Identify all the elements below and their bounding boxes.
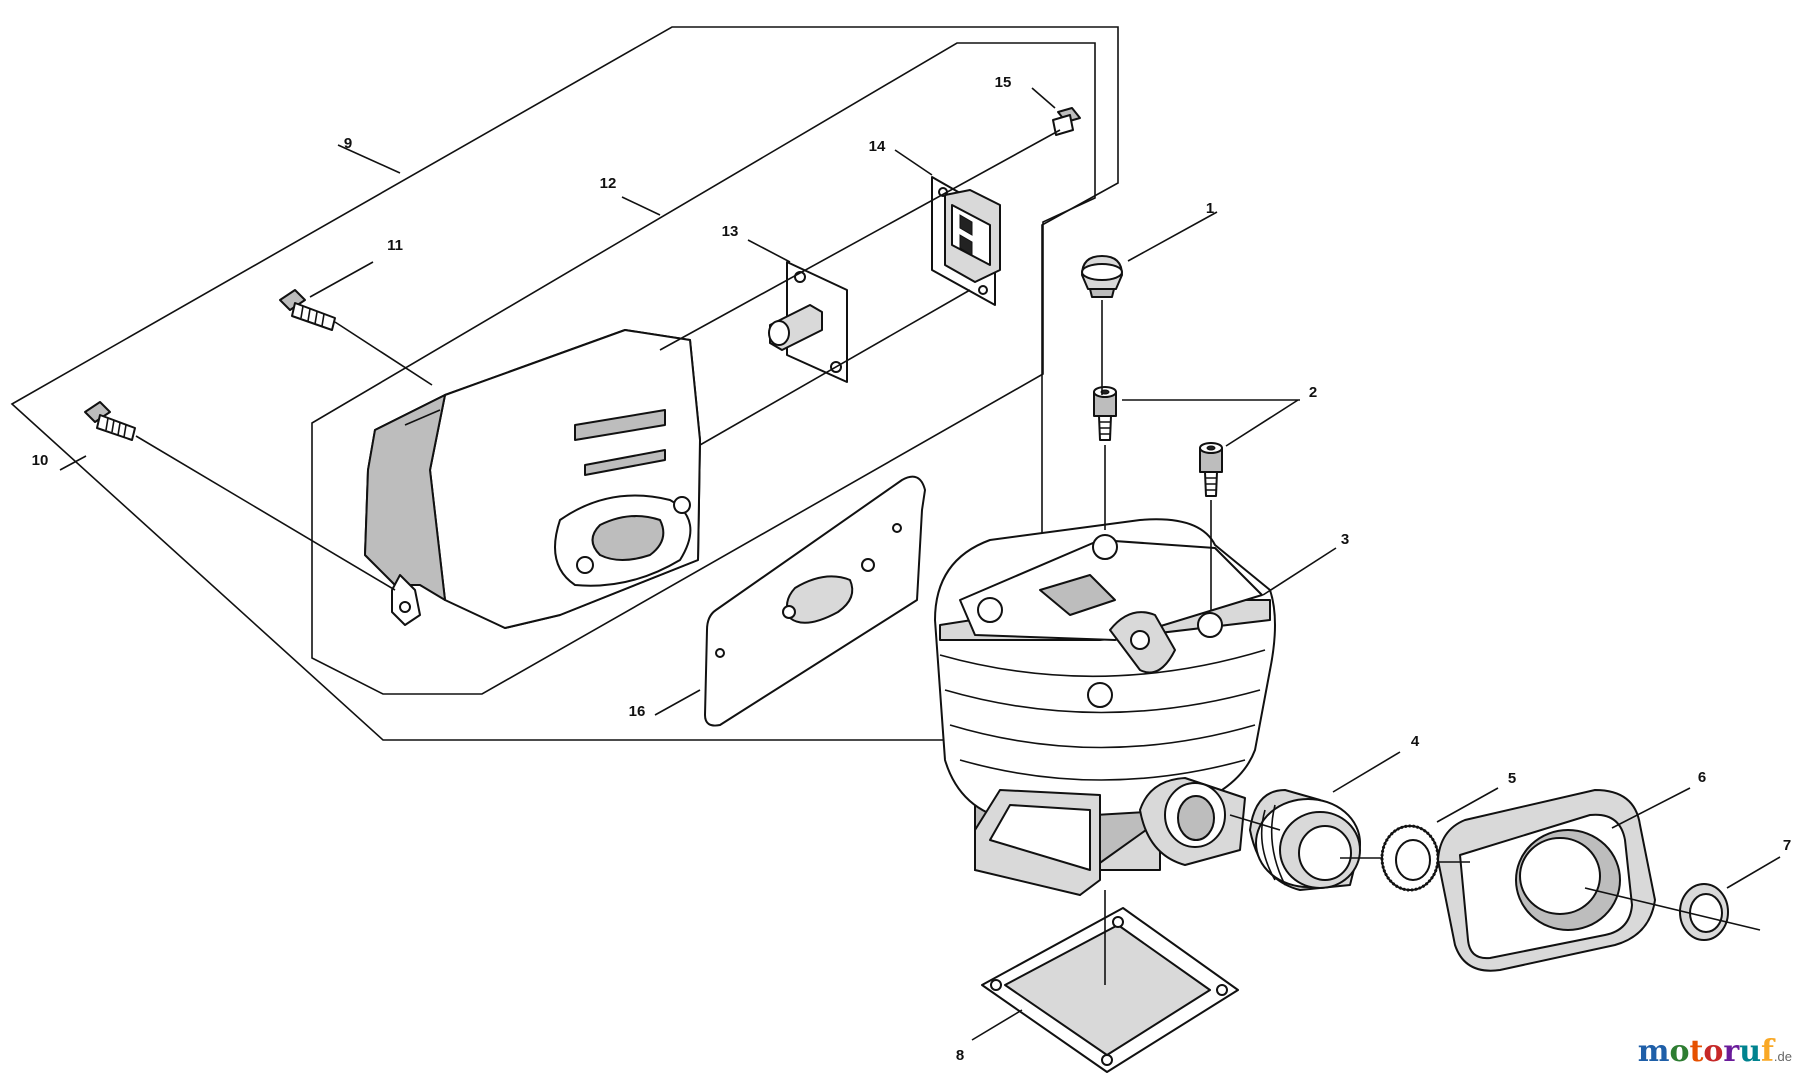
callout-labels: 9 12 11 10 13 14 15 1 2 3 16 4 5 6 7 8 [32,74,1792,1064]
bolt-11 [279,289,336,331]
watermark-letter: r [1723,1034,1740,1069]
cylinder-bolt-2b [1199,442,1223,497]
plug-1 [1081,255,1123,298]
callout-7: 7 [1783,837,1791,854]
assembly-9-outline [10,26,1119,741]
screw-15 [1052,107,1081,136]
watermark-suffix: .de [1773,1049,1792,1064]
intake-adapter-4 [1249,789,1361,891]
callout-10: 10 [32,452,49,469]
seal-ring-7 [1679,883,1729,941]
watermark-letter: m [1637,1034,1670,1069]
assembly-12-outline [311,42,1096,695]
watermark-letter: f [1761,1034,1774,1069]
callout-16: 16 [629,703,646,720]
leader-lines [59,87,1781,1041]
callout-12: 12 [600,175,617,192]
callout-9: 9 [344,135,352,152]
callout-4: 4 [1411,733,1420,750]
cylinder-base-gasket-8 [981,907,1239,1073]
callout-14: 14 [869,138,886,155]
callout-15: 15 [995,74,1012,91]
watermark-logo: motoruf.de [1638,1034,1792,1069]
cylinder-bolt-2a [1093,386,1117,441]
cylinder-3 [934,518,1276,896]
muffler-gasket-16 [704,475,926,727]
callout-6: 6 [1698,769,1706,786]
bolt-10 [84,401,136,441]
callout-5: 5 [1508,770,1516,787]
spark-screen-14 [931,176,1001,306]
callout-13: 13 [722,223,739,240]
callout-11: 11 [387,237,403,254]
callout-8: 8 [956,1047,964,1064]
callout-2: 2 [1309,384,1317,401]
watermark-letter: u [1739,1034,1762,1069]
retaining-ring-5 [1380,824,1440,892]
intake-boot-6 [1437,789,1656,972]
deflector-plate-13 [768,261,848,383]
callout-1: 1 [1206,200,1214,217]
watermark-letter: o [1703,1034,1724,1069]
watermark-letter: o [1669,1034,1690,1069]
callout-3: 3 [1341,531,1349,548]
muffler [364,329,701,629]
watermark-letter: t [1689,1034,1704,1069]
